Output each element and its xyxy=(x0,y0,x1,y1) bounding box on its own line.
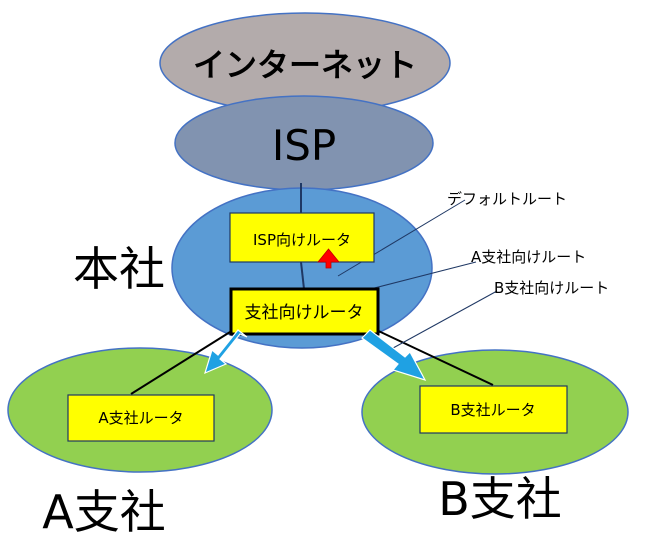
link-branch-router-a xyxy=(130,326,239,395)
branch-router-box xyxy=(229,287,380,336)
internet-label: インターネット xyxy=(193,46,417,84)
branch-a-label: A支社 xyxy=(42,485,165,535)
a-router-box xyxy=(67,394,215,442)
b-route-annotation: B支社向けルート xyxy=(494,279,609,297)
isp-label: ISP xyxy=(272,121,336,170)
link-branch-router-b xyxy=(369,326,494,386)
b-route-arrow xyxy=(361,329,427,382)
a-router-label: A支社ルータ xyxy=(98,409,183,427)
leader-b-route xyxy=(383,290,498,354)
isp-router-label: ISP向けルータ xyxy=(253,231,351,249)
branch-router-label: 支社向けルータ xyxy=(245,303,364,323)
isp-router-box xyxy=(229,212,375,263)
default-route-arrow xyxy=(317,248,340,269)
a-route-annotation: A支社向けルート xyxy=(471,248,586,266)
b-router-box xyxy=(419,385,568,434)
leader-default-route xyxy=(337,199,466,277)
a-route-arrow xyxy=(204,329,248,375)
default-route-annotation: デフォルトルート xyxy=(447,190,567,208)
hq-label: 本社 xyxy=(73,242,165,296)
link-isp-to-branch-router xyxy=(300,261,305,290)
branch-b-label: B支社 xyxy=(438,472,562,526)
b-router-label: B支社ルータ xyxy=(450,401,535,419)
